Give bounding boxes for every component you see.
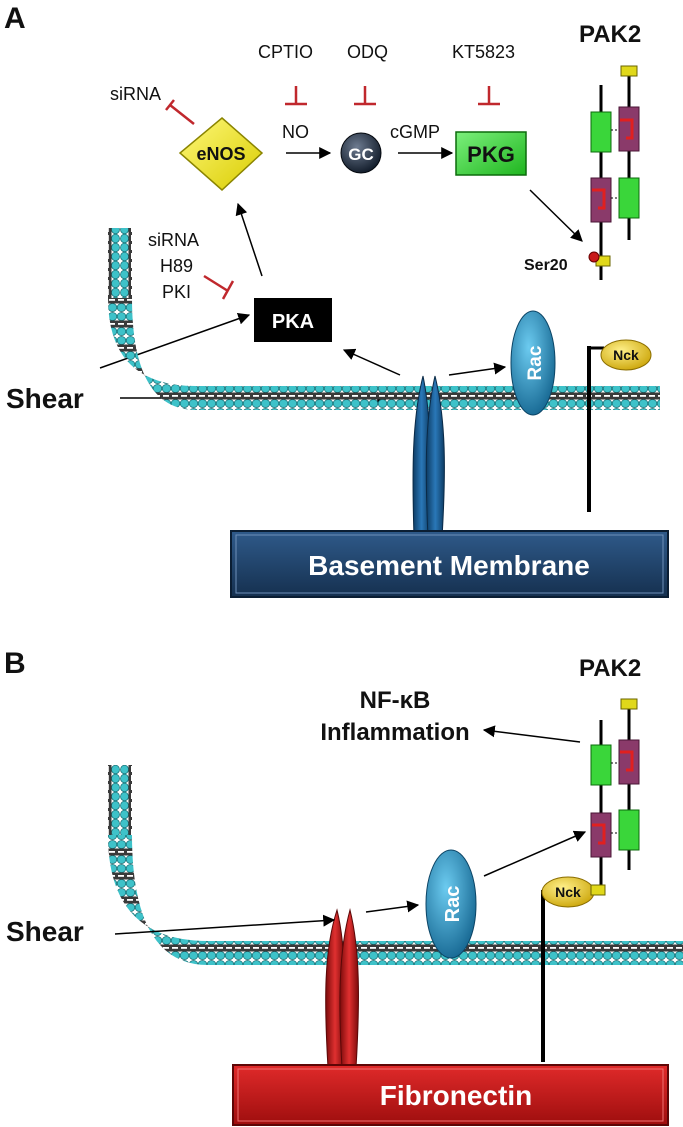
gc-label: GC (348, 145, 374, 164)
rac-node-a: Rac (510, 310, 556, 416)
arrows-panel-b (114, 725, 587, 935)
pkg-node: PKG (455, 131, 527, 176)
pak2-structure-b (590, 698, 640, 896)
pka-inhibitor-h89: H89 (160, 256, 193, 276)
enos-node: eNOS (178, 117, 264, 192)
pka-node: PKA (254, 298, 332, 342)
nck-node-b: Nck (541, 876, 595, 1062)
pak2-structure-a (588, 65, 640, 280)
nck-label-b: Nck (555, 884, 581, 900)
pak2-label-b: PAK2 (579, 655, 641, 682)
gc-node: GC (340, 132, 382, 174)
cgmp-label: cGMP (390, 122, 440, 142)
ser20-label: Ser20 (524, 257, 568, 274)
membrane-panel-b (108, 765, 683, 965)
panel-b-label: B (4, 647, 26, 680)
panel-a-label: A (4, 2, 26, 35)
kt5823-inhibitor: KT5823 (452, 42, 515, 62)
pka-inhibitor-sirna: siRNA (148, 230, 199, 250)
integrin-b (325, 908, 359, 1069)
fibronectin-label: Fibronectin (380, 1080, 532, 1111)
inflammation-label: Inflammation (320, 719, 469, 746)
pka-inhibitor-pki: PKI (162, 282, 191, 302)
cptio-inhibitor: CPTIO (258, 42, 313, 62)
basement-membrane: Basement Membrane (230, 530, 669, 598)
inhibitor-bars (165, 86, 500, 300)
rac-label-a: Rac (525, 345, 546, 380)
shear-label-b: Shear (6, 916, 84, 947)
membrane-panel-a (108, 228, 660, 410)
nck-label-a: Nck (613, 347, 639, 363)
rac-label-b: Rac (442, 886, 464, 923)
integrin-a (412, 375, 445, 539)
odq-inhibitor: ODQ (347, 42, 388, 62)
rac-node-b: Rac (425, 849, 477, 959)
shear-label-a: Shear (6, 383, 84, 414)
sirna-enos-inhibitor: siRNA (110, 84, 161, 104)
enos-label: eNOS (196, 144, 245, 164)
basement-membrane-label: Basement Membrane (308, 550, 590, 581)
fibronectin: Fibronectin (232, 1064, 669, 1126)
pak2-label-a: PAK2 (579, 21, 641, 48)
pkg-label: PKG (467, 142, 515, 167)
pka-label: PKA (272, 311, 314, 333)
nck-node-a: Nck (587, 339, 652, 512)
no-label: NO (282, 122, 309, 142)
nfkb-label: NF-κB (360, 687, 431, 714)
